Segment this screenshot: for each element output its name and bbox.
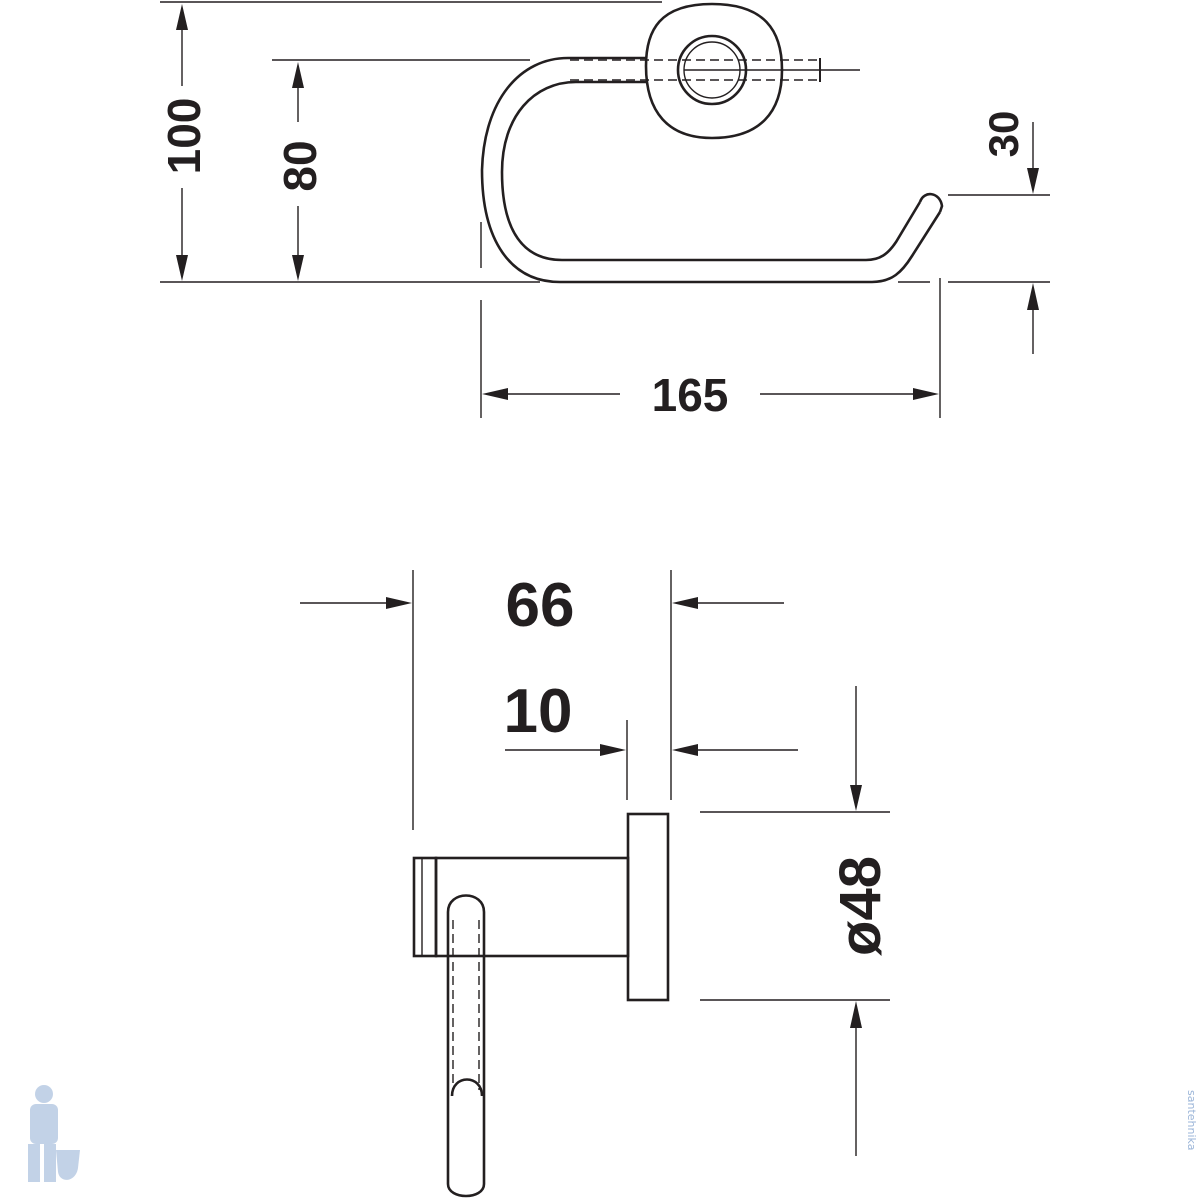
holder-body: [434, 856, 630, 958]
dim-165-label: 165: [652, 369, 729, 421]
arm-tip: [918, 192, 944, 213]
holder-end-cap: [412, 856, 438, 958]
dim-165-arrow-left: [482, 388, 508, 400]
arm-outer-edge: [480, 56, 942, 284]
dim-100-arrow-top: [176, 4, 188, 30]
dim-100-arrow-bottom: [176, 255, 188, 281]
dim-80-label: 80: [274, 140, 326, 191]
wall-rosette: [644, 2, 784, 140]
dim-10-label: 10: [504, 677, 573, 746]
dim-10-arrow-left: [600, 744, 626, 756]
dim-66-arrow-left: [386, 597, 412, 609]
dim-30-arrow-top: [1027, 168, 1039, 194]
dim-48-arrow-bottom: [850, 1001, 862, 1028]
front-view: 100 80 30 165: [158, 1, 1050, 421]
dim-30-label: 30: [980, 111, 1027, 158]
dim-48-arrow-top: [850, 785, 862, 811]
dim-10-arrow-right: [672, 744, 698, 756]
dim-66-label: 66: [506, 571, 575, 640]
plumber-logo-icon: [28, 1085, 80, 1182]
watermark-text: santehnika: [1185, 1090, 1198, 1150]
dim-30-arrow-bottom: [1027, 283, 1039, 310]
arm-tip-curve: [450, 1078, 484, 1097]
dim-100-label: 100: [158, 98, 210, 175]
dim-80-arrow-top: [292, 62, 304, 88]
dim-165-arrow-right: [913, 388, 939, 400]
dim-80-arrow-bottom: [292, 255, 304, 281]
dim-48-label: ø48: [828, 856, 893, 956]
hook-arm: [446, 894, 486, 1198]
side-view: 66 10 ø48: [300, 570, 893, 1198]
wall-plate: [626, 812, 670, 1002]
arm-inner-edge: [500, 80, 922, 262]
dim-66-arrow-right: [672, 597, 698, 609]
